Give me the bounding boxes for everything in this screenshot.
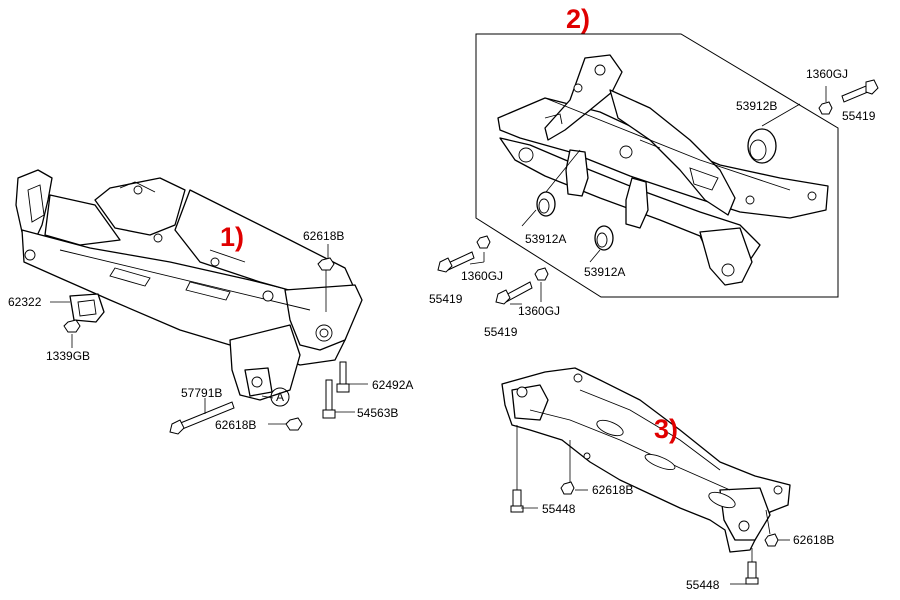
section2-frame	[475, 33, 839, 298]
front-subframe: A	[15, 169, 363, 435]
section-3-number: 3)	[654, 414, 678, 444]
label-53912a-upper: 53912A	[525, 232, 566, 246]
callout-a-text: A	[276, 390, 284, 404]
label-55419-right: 55419	[842, 109, 876, 123]
label-55419-left: 55419	[429, 292, 463, 306]
section3-leaders	[521, 440, 790, 585]
label-53912b: 53912B	[736, 99, 777, 113]
label-54563b: 54563B	[357, 406, 398, 420]
label-62322: 62322	[8, 295, 42, 309]
label-62618b-s3-right: 62618B	[793, 533, 834, 547]
label-62618b-top: 62618B	[303, 229, 344, 243]
label-1360gj-bottom: 1360GJ	[518, 304, 560, 318]
section-2-number: 2)	[566, 4, 590, 34]
label-55448-left: 55448	[542, 502, 576, 516]
section-1-number: 1)	[220, 222, 244, 252]
rear-subframe	[437, 54, 879, 305]
simple-subframe	[501, 367, 791, 585]
label-62492a: 62492A	[372, 378, 413, 392]
callout-circle-a	[270, 387, 290, 407]
label-55448-right: 55448	[686, 578, 720, 592]
label-62618b-bottom: 62618B	[215, 418, 256, 432]
label-1360gj-right: 1360GJ	[806, 67, 848, 81]
label-57791b: 57791B	[181, 386, 222, 400]
label-55419-bottom: 55419	[484, 325, 518, 339]
section1-leaders	[50, 244, 368, 425]
label-53912a-lower: 53912A	[584, 265, 625, 279]
label-62618b-s3-left: 62618B	[592, 483, 633, 497]
label-1360gj-left: 1360GJ	[461, 269, 503, 283]
label-1339gb: 1339GB	[46, 349, 90, 363]
section2-leaders	[469, 86, 827, 305]
